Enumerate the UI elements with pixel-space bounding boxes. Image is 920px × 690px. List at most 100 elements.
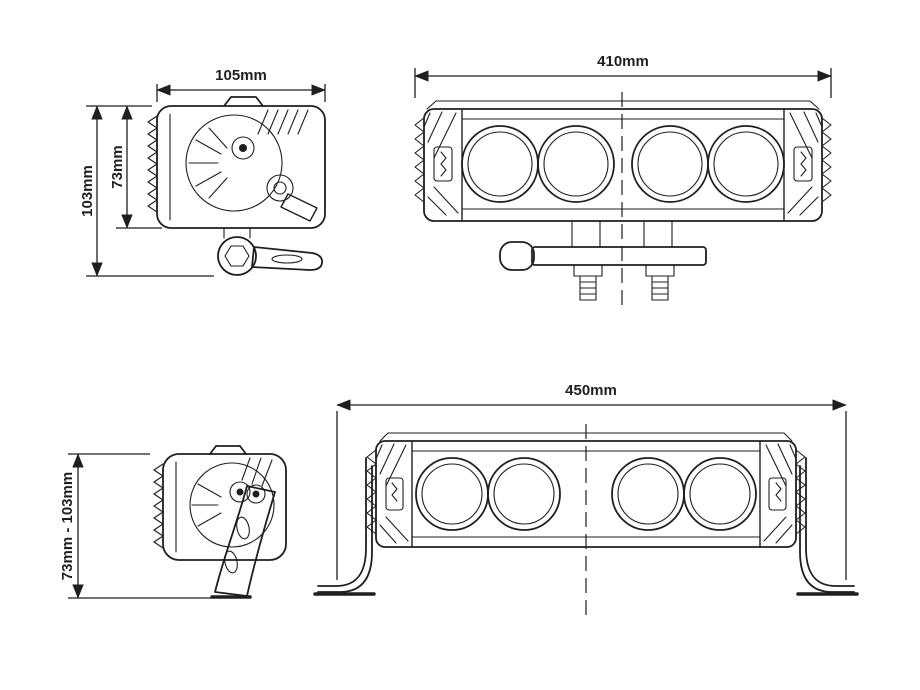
lens-inner — [493, 463, 555, 525]
top-tab — [209, 445, 247, 455]
nut-left — [573, 264, 603, 277]
endcap-fins-left — [414, 117, 425, 203]
extension-lines — [336, 411, 847, 580]
mount-connector — [223, 227, 251, 239]
top-tab — [223, 96, 264, 107]
endcap-badge-left — [433, 146, 453, 182]
endcap-badge-text-right — [775, 482, 782, 502]
lens — [631, 125, 709, 203]
housing-outline — [156, 105, 326, 229]
grip-hatching — [257, 109, 309, 135]
clamp-block-right — [643, 220, 673, 248]
bracket-slot-lower — [224, 550, 238, 574]
heatsink-fins — [147, 113, 171, 221]
endcap-separators — [411, 440, 761, 548]
end-bracket-left — [313, 457, 376, 596]
pivot-knob — [499, 241, 535, 271]
center-screw-dot — [236, 488, 244, 496]
bracket-arm — [251, 246, 323, 271]
bracket-outer-edge — [317, 457, 367, 587]
housing-outline — [162, 453, 287, 561]
extension-lines — [156, 84, 326, 102]
clamp-block-left — [571, 220, 601, 248]
adjuster-lever — [280, 193, 318, 222]
lens — [487, 457, 561, 531]
bracket-slot — [271, 254, 303, 264]
lenses — [415, 457, 757, 531]
view-front-bottom: 450mm — [313, 382, 859, 616]
lightbar-bracket-drawing — [313, 424, 859, 616]
pivot-bolt-dot — [252, 490, 260, 498]
center-mount — [499, 220, 707, 301]
view-front-top: 410mm — [414, 53, 832, 306]
bezel-lines — [461, 118, 785, 210]
stud-threads — [579, 281, 669, 295]
endcap-fins-right — [821, 117, 832, 203]
lens — [683, 457, 757, 531]
bar-outline — [423, 108, 823, 222]
lens-inner — [543, 131, 609, 197]
extension-lines — [68, 453, 214, 599]
reflector-radials — [191, 483, 222, 527]
endcap-badge-left — [385, 477, 404, 511]
end-bracket-right — [796, 457, 859, 596]
dimension-width-450: 450mm — [336, 382, 847, 580]
dimension-height-range: 73mm - 103mm — [59, 453, 214, 599]
lens — [537, 125, 615, 203]
bracket-arm — [214, 485, 276, 597]
adjuster-ring — [266, 174, 294, 202]
view-side-top: 105mm 103mm 73mm — [79, 67, 326, 277]
center-screw-ring — [231, 136, 255, 160]
dimension-width-410: 410mm — [414, 53, 832, 98]
endcap-badge-right — [768, 477, 787, 511]
center-screw-ring — [229, 481, 251, 503]
lamp-side-bracket-drawing — [153, 445, 287, 599]
endcap-hatch-left — [375, 443, 409, 544]
reflector-radials — [188, 127, 228, 199]
bracket-outer-edge — [805, 457, 855, 587]
reflector-ring — [185, 114, 283, 212]
top-edge — [426, 100, 820, 110]
nut-right — [645, 264, 675, 277]
bracket-inner-edge — [317, 465, 373, 593]
endcap-fins-left — [366, 449, 377, 535]
endcap-hatch-right — [787, 111, 823, 216]
endcap-badge-text-left — [440, 151, 447, 177]
dimension-height-73: 73mm — [109, 105, 162, 229]
dimension-height-103: 103mm — [79, 105, 214, 277]
endcap-hatch-left — [423, 111, 459, 216]
lenses — [461, 125, 785, 203]
lens-inner — [617, 463, 679, 525]
dimension-label-height-body: 73mm — [109, 145, 126, 188]
dimension-label-width: 450mm — [565, 382, 617, 399]
endcap-hatch-right — [763, 443, 797, 544]
lens — [461, 125, 539, 203]
bracket-slot-upper — [236, 516, 250, 540]
dimension-label-height-range: 73mm - 103mm — [59, 472, 76, 580]
heatsink-fins — [153, 461, 177, 553]
dimension-label-width: 105mm — [215, 67, 267, 84]
extension-lines — [414, 68, 832, 98]
grip-hatching — [241, 457, 273, 487]
dimension-label-width: 410mm — [597, 53, 649, 70]
endcap-separators — [461, 108, 785, 222]
lightbar-front-drawing — [414, 92, 832, 306]
hex-bolt — [224, 245, 250, 267]
pivot-bolt-ring — [246, 484, 266, 504]
lens-inner — [637, 131, 703, 197]
pivot-boss — [217, 236, 257, 276]
lens-inner — [689, 463, 751, 525]
reflector-ring — [189, 462, 275, 548]
lens-inner — [421, 463, 483, 525]
adjuster-inner — [273, 181, 287, 195]
endcap-badge-text-right — [800, 151, 807, 177]
center-screw-dot — [239, 144, 247, 152]
bracket-inner-edge — [799, 465, 855, 593]
dimension-width-105: 105mm — [156, 67, 326, 102]
mount-rail — [531, 246, 707, 266]
lens-inner — [713, 131, 779, 197]
lens-inner — [467, 131, 533, 197]
lamp-side-drawing — [147, 96, 326, 276]
